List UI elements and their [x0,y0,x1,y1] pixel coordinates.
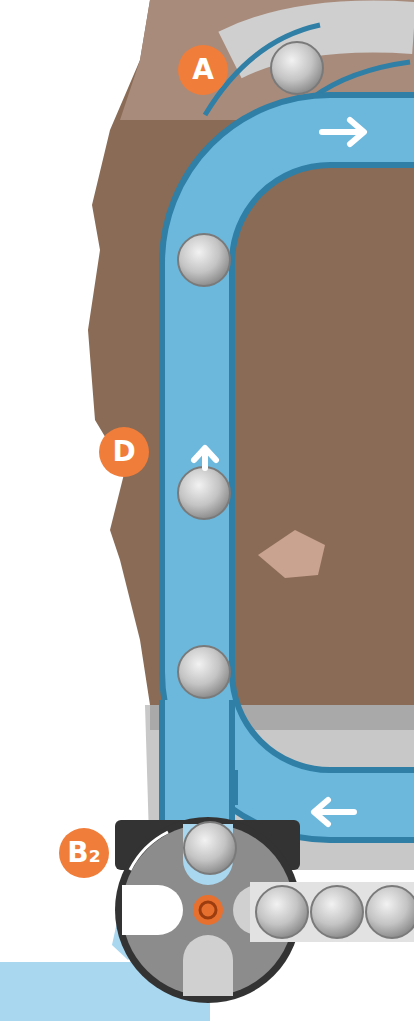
axle [193,895,223,925]
wheel-edge [130,832,168,870]
stone [258,530,325,578]
callout-marker: A [178,45,228,95]
wheel-slot [122,885,183,935]
wheel-slot [183,935,233,996]
callout-number: D [112,438,135,466]
callout-number: A [192,56,214,84]
axle-ring [200,902,216,918]
callout-number: B₂ [67,839,101,867]
callout-marker: B₂ [59,828,109,878]
channel-edge [232,770,238,805]
balls [178,42,414,938]
flow-arrows [194,120,364,824]
callout-marker: D [99,427,149,477]
inlet-tube [230,27,414,55]
